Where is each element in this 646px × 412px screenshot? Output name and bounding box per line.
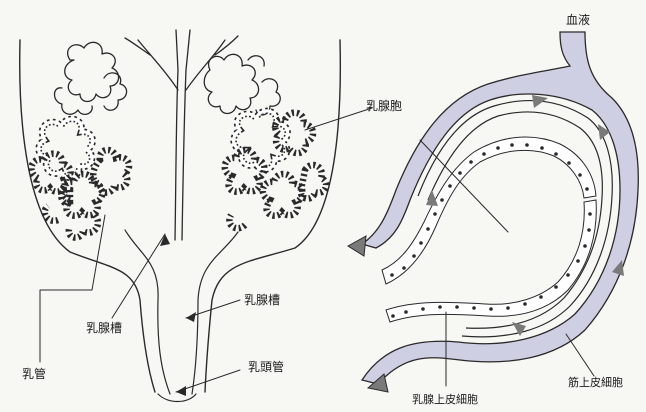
lobule-alveolar-left	[31, 119, 129, 238]
label-duct: 乳管	[22, 366, 46, 381]
vessel-inner-wall	[418, 101, 612, 337]
epithelial-cells-lower	[386, 200, 596, 322]
teat-tip	[158, 394, 196, 402]
lobule-plain-right	[204, 54, 280, 115]
label-alveolar-cell: 乳腺胞	[366, 99, 402, 113]
label-teat-canal: 乳頭管	[248, 359, 284, 374]
leader-myoepithelial-cell	[566, 334, 594, 376]
label-cistern: 乳腺槽	[244, 293, 280, 307]
outflow-arrow-upper	[348, 236, 366, 256]
duct-tree	[125, 30, 238, 240]
leader-duct	[40, 215, 105, 362]
label-epithelial-cell: 乳腺上皮細胞	[412, 392, 478, 406]
teat-inner-wall	[125, 230, 238, 394]
lobule-plain-left	[55, 42, 127, 114]
udder-section: 乳腺胞 乳腺槽 乳腺槽 乳頭管 乳管	[20, 30, 402, 402]
leader-alveolus	[112, 234, 165, 318]
blood-vessel	[362, 32, 638, 384]
alveolus-detail: 血液 乳腺上皮細胞 筋上皮細胞	[348, 12, 638, 406]
label-myoepithelial-cell: 筋上皮細胞	[568, 375, 623, 389]
label-alveolus: 乳腺槽	[86, 321, 122, 335]
label-blood: 血液	[566, 12, 590, 27]
